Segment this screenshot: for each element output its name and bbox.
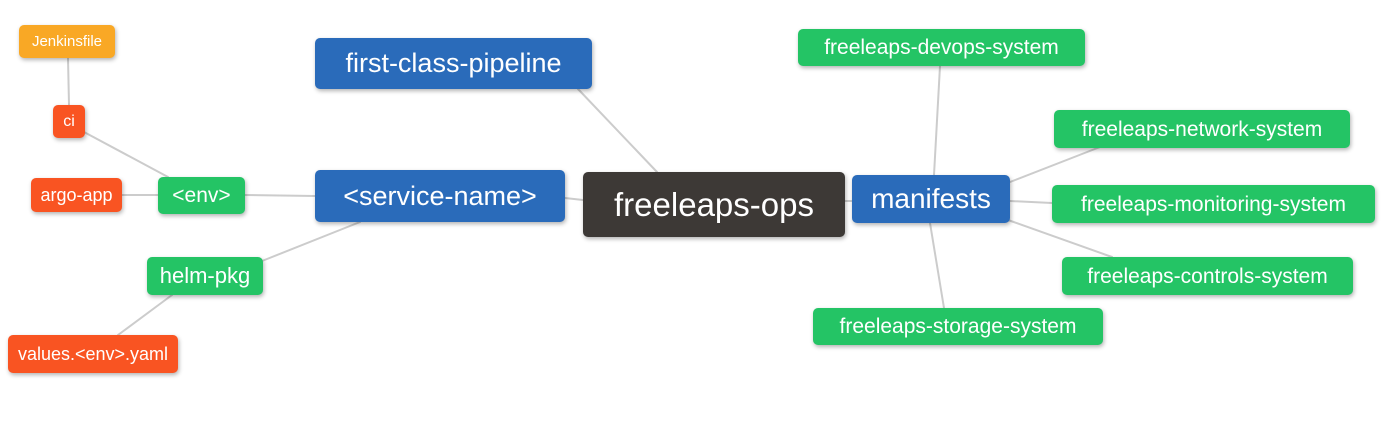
node-label: manifests [871, 183, 991, 214]
mindmap-node-env[interactable]: <env> [158, 177, 245, 214]
edge-manifests-to-devops-system [933, 65, 941, 176]
edge-service-name-to-freeleaps-ops [564, 197, 584, 201]
node-label: <service-name> [343, 180, 537, 211]
mindmap-node-devops-system[interactable]: freeleaps-devops-system [798, 29, 1085, 66]
node-label: <env> [172, 184, 231, 207]
node-label: helm-pkg [159, 263, 251, 288]
edge-manifests-to-storage-system [929, 222, 945, 309]
node-label: first-class-pipeline [345, 48, 562, 78]
edge-env-to-service-name [244, 194, 316, 197]
node-label: ci [63, 112, 75, 130]
edge-jenkinsfile-to-ci [67, 57, 70, 106]
edge-helm-pkg-to-service-name [261, 221, 361, 262]
node-label: freeleaps-controls-system [1087, 264, 1328, 288]
mindmap-node-controls-system[interactable]: freeleaps-controls-system [1062, 257, 1353, 295]
mindmap-node-freeleaps-ops[interactable]: freeleaps-ops [583, 172, 845, 237]
node-label: freeleaps-network-system [1081, 117, 1323, 141]
mindmap-node-helm-pkg[interactable]: helm-pkg [147, 257, 263, 295]
mindmap-node-first-class-pipeline[interactable]: first-class-pipeline [315, 38, 592, 89]
edge-ci-to-env [83, 131, 169, 178]
mindmap-node-monitoring-system[interactable]: freeleaps-monitoring-system [1052, 185, 1375, 223]
mindmap-node-jenkinsfile[interactable]: Jenkinsfile [19, 25, 115, 58]
edge-values-env-yaml-to-helm-pkg [117, 294, 173, 336]
mindmap-node-service-name[interactable]: <service-name> [315, 170, 565, 222]
mindmap-node-manifests[interactable]: manifests [852, 175, 1010, 223]
node-label: freeleaps-ops [614, 186, 814, 223]
node-label: freeleaps-devops-system [824, 36, 1059, 59]
node-label: values.<env>.yaml [17, 344, 169, 364]
node-label: freeleaps-monitoring-system [1081, 192, 1346, 216]
node-label: Jenkinsfile [31, 33, 103, 50]
mindmap-node-storage-system[interactable]: freeleaps-storage-system [813, 308, 1103, 345]
mindmap-node-values-env-yaml[interactable]: values.<env>.yaml [8, 335, 178, 373]
edge-first-class-pipeline-to-freeleaps-ops [577, 88, 658, 173]
mindmap-node-argo-app[interactable]: argo-app [31, 178, 122, 212]
node-label: argo-app [40, 185, 113, 205]
edge-manifests-to-monitoring-system [1009, 200, 1053, 204]
mindmap-node-network-system[interactable]: freeleaps-network-system [1054, 110, 1350, 148]
mindmap-node-ci[interactable]: ci [53, 105, 85, 138]
edge-manifests-to-controls-system [1007, 219, 1113, 258]
edge-manifests-to-network-system [1009, 146, 1101, 183]
node-label: freeleaps-storage-system [839, 315, 1077, 338]
